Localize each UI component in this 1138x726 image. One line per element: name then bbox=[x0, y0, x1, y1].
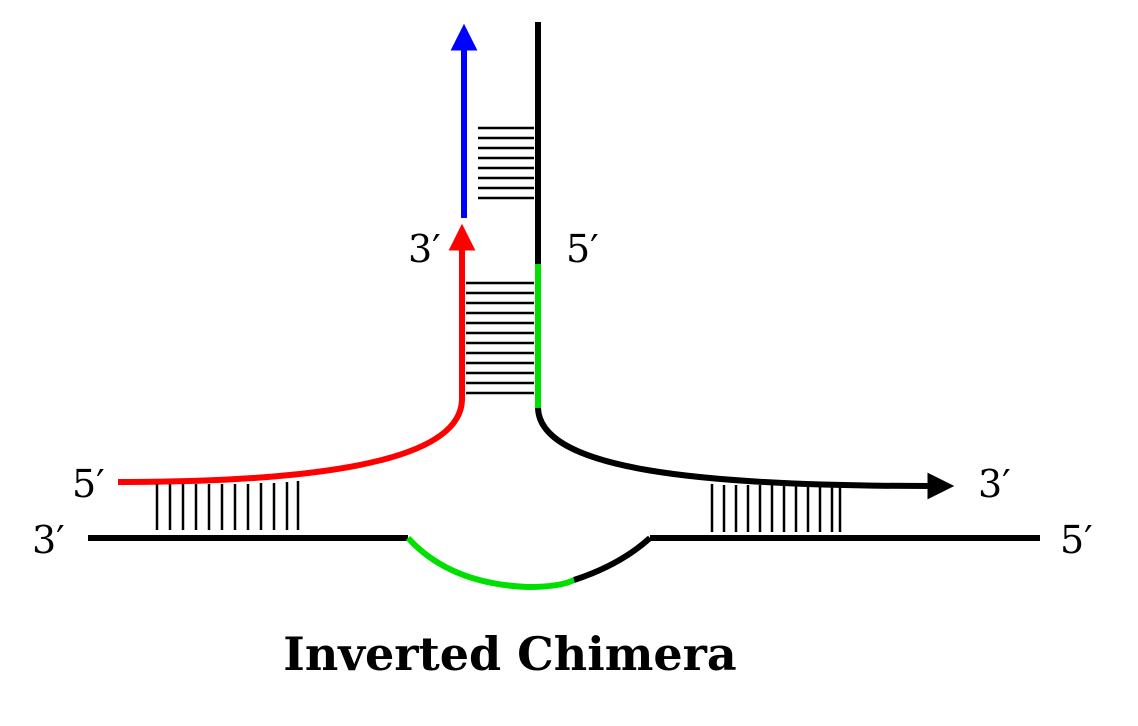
label-right-lower-5prime: 5′ bbox=[1060, 518, 1093, 562]
template-black-loop bbox=[573, 535, 653, 583]
label-left-lower-3prime: 3′ bbox=[32, 518, 65, 562]
base-pairs-left bbox=[155, 481, 300, 530]
label-top-left-3prime: 3′ bbox=[408, 227, 441, 271]
label-top-right-5prime: 5′ bbox=[566, 227, 599, 271]
base-pairs-lower-stem bbox=[466, 281, 534, 395]
template-strand bbox=[88, 535, 1040, 591]
template-green-loop bbox=[405, 535, 576, 591]
red-strand bbox=[117, 223, 476, 485]
base-pairs-right bbox=[710, 484, 842, 532]
base-pairs-upper-stem bbox=[478, 126, 534, 200]
black-strand-curve bbox=[535, 407, 955, 500]
label-left-upper-5prime: 5′ bbox=[72, 462, 105, 506]
diagram-caption: Inverted Chimera bbox=[283, 627, 736, 681]
label-right-upper-3prime: 3′ bbox=[978, 462, 1011, 506]
